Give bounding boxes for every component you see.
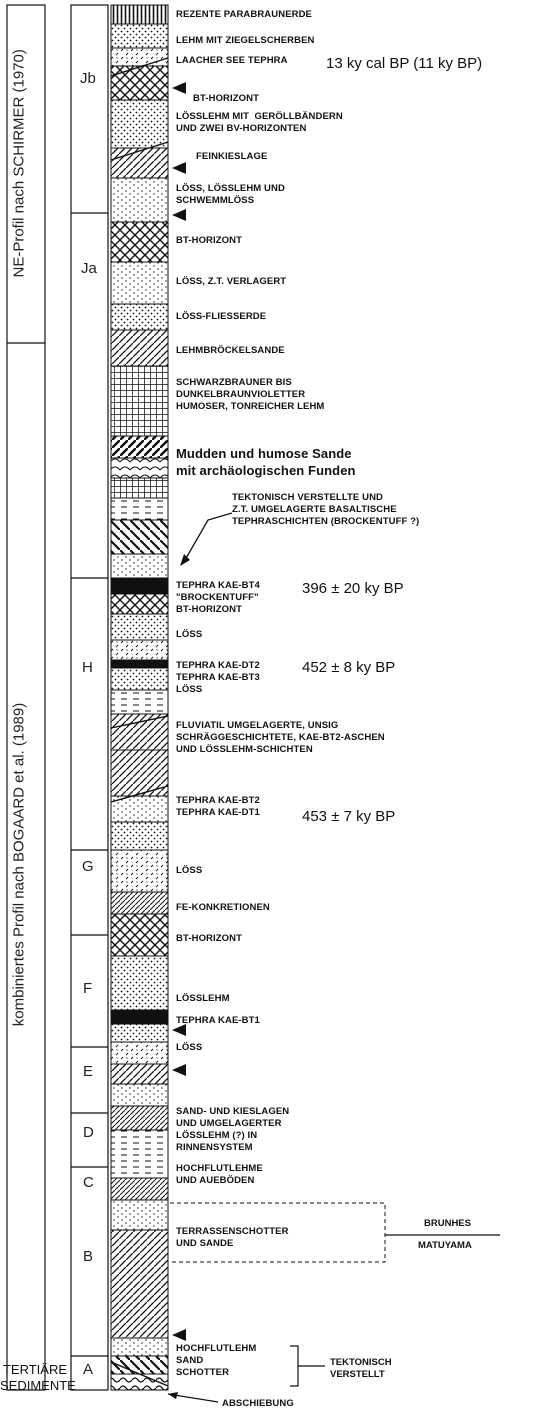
upper-profile-label: NE-Profil nach SCHIRMER (1970) — [11, 68, 28, 278]
tertiary-sediments-label: TERTIÄRE SEDIMENTE — [0, 1362, 70, 1394]
unit-label-c: C — [83, 1174, 94, 1191]
matuyama-label: MATUYAMA — [418, 1240, 472, 1252]
desc-mudden: Mudden und humose Sande mit archäologisc… — [176, 445, 356, 479]
desc-loess-1: LÖSS — [176, 629, 202, 641]
tectonic-label: TEKTONISCH VERSTELLT — [330, 1357, 392, 1381]
unit-label-e: E — [83, 1063, 93, 1080]
unit-label-d: D — [83, 1124, 94, 1141]
desc-loess-2: LÖSS — [176, 865, 202, 877]
unit-label-ja: Ja — [81, 260, 97, 277]
age-dt1: 453 ± 7 ky BP — [302, 808, 395, 825]
unit-label-g: G — [82, 858, 94, 875]
brunhes-label: BRUNHES — [424, 1218, 471, 1230]
lower-profile-label: kombiniertes Profil nach BOGAARD et al. … — [11, 682, 28, 1048]
desc-fe-konkretionen: Fe-KONKRETIONEN — [176, 902, 270, 914]
desc-schwemmloess: LÖSS, LÖSSLEHM UND SCHWEMMLÖSS — [176, 183, 285, 207]
desc-loesslehm-geroell: LÖSSLEHM MIT GERÖLLBÄNDERN UND ZWEI BV-H… — [176, 111, 343, 135]
desc-humoser-lehm: SCHWARZBRAUNER BIS DUNKELBRAUNVIOLETTER … — [176, 377, 324, 413]
desc-lehmbroeckelsande: LEHMBRÖCKELSANDE — [176, 345, 285, 357]
unit-label-b: B — [83, 1248, 93, 1265]
desc-tephra-bt1: TEPHRA KAE-BT1 — [176, 1015, 260, 1027]
desc-terrassenschotter: TERRASSENSCHOTTER UND SANDE — [176, 1226, 289, 1250]
desc-loesslehm: LÖSSLEHM — [176, 993, 230, 1005]
desc-ziegelscherben: LEHM MIT ZIEGELSCHERBEN — [176, 35, 314, 47]
unit-label-f: F — [83, 980, 92, 997]
desc-sand-kieslagen: SAND- UND KIESLAGEN UND UMGELAGERTER LÖS… — [176, 1106, 289, 1154]
desc-bt-horizont-3: BT-HORIZONT — [176, 933, 242, 945]
desc-tephra-dt2: TEPHRA KAE-DT2 TEPHRA KAE-BT3 LÖSS — [176, 660, 260, 696]
unit-label-jb: Jb — [80, 70, 96, 87]
unit-label-h: H — [82, 659, 93, 676]
desc-parabraunerde: REZENTE PARABRAUNERDE — [176, 9, 312, 21]
desc-tektonisch-tephra: TEKTONISCH VERSTELLTE UND Z.T. UMGELAGER… — [232, 492, 419, 528]
desc-laacher-see: LAACHER SEE TEPHRA — [176, 55, 288, 67]
desc-bt-horizont-2: BT-HORIZONT — [176, 235, 242, 247]
desc-feinkieslage: FEINKIESLAGE — [196, 151, 267, 163]
age-bt4: 396 ± 20 ky BP — [302, 580, 404, 597]
age-laacher-see: 13 ky cal BP (11 ky BP) — [326, 55, 482, 72]
desc-tephra-bt4: TEPHRA KAE-BT4 "BROCKENTUFF" BT-HORIZONT — [176, 580, 260, 616]
desc-bt-horizont-1: BT-HORIZONT — [193, 93, 259, 105]
desc-loess-fliesserde: LÖSS-FLIEßERDE — [176, 311, 266, 323]
desc-abschiebung: ABSCHIEBUNG — [222, 1398, 294, 1410]
desc-hochflutlehme: HOCHFLUTLEHME UND AUEBÖDEN — [176, 1163, 263, 1187]
desc-loess-3: LÖSS — [176, 1042, 202, 1054]
desc-tephra-bt2: TEPHRA KAE-BT2 TEPHRA KAE-DT1 — [176, 795, 260, 819]
unit-label-a: A — [83, 1361, 93, 1378]
desc-loess-verlagert: LÖSS, Z.T. VERLAGERT — [176, 276, 286, 288]
desc-hochflutlehm-schotter: HOCHFLUTLEHM SAND SCHOTTER — [176, 1343, 256, 1379]
age-dt2: 452 ± 8 ky BP — [302, 659, 395, 676]
desc-fluviatil: FLUVIATIL UMGELAGERTE, UNSIG SCHRÄGGESCH… — [176, 720, 385, 756]
